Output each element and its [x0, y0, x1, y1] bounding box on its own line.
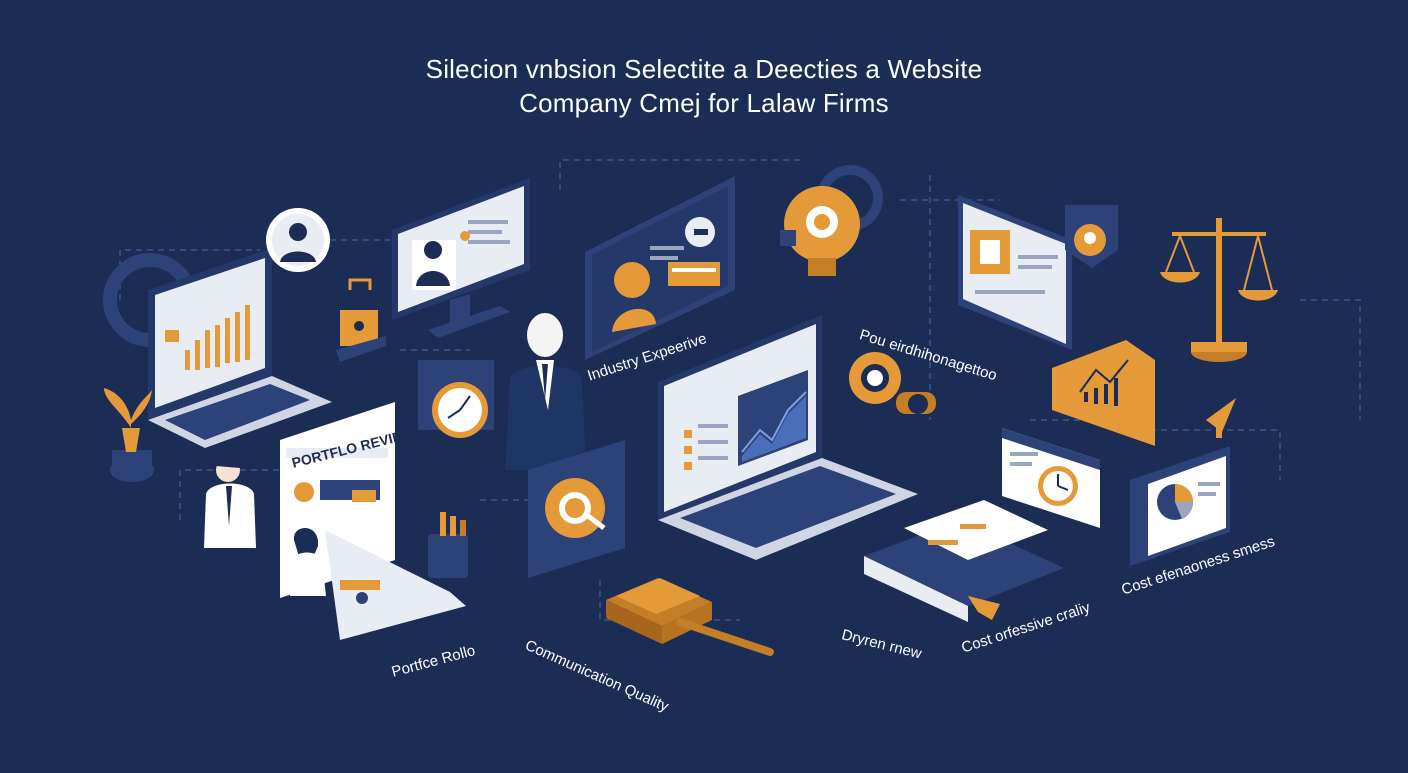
- browser-clock-icon: [1002, 428, 1100, 528]
- gavel-icon: [606, 578, 774, 656]
- pencil-cup-icon: [428, 512, 468, 578]
- monitor-documents-icon: [958, 195, 1118, 350]
- plant-icon: [104, 388, 154, 482]
- title-line-2: Company Cmej for Lalaw Firms: [519, 88, 889, 118]
- person-avatar-icon: [266, 208, 330, 272]
- magnifier-icon: [528, 440, 625, 578]
- laptop-analytics-icon: [103, 248, 332, 448]
- woman-figure: [290, 527, 326, 660]
- camera-lens-icon: [849, 352, 936, 414]
- lock-icon: [336, 278, 386, 362]
- arrow-cursor-icon: [1206, 398, 1236, 438]
- laptop-center-icon: [658, 315, 918, 560]
- industry-expertise-panel: [585, 176, 735, 360]
- scales-of-justice-icon: [1160, 218, 1278, 362]
- title-line-1: Silecion vnbsion Selectite a Deecties a …: [425, 54, 983, 84]
- connector-lines: [119, 159, 1361, 621]
- clock-icon: [418, 360, 494, 438]
- businessman-figure: [505, 303, 586, 470]
- folder-chart-icon: [1052, 340, 1155, 446]
- document-book-icon: [864, 500, 1064, 622]
- man-figure: [204, 455, 256, 634]
- monitor-profile-icon: [392, 178, 530, 338]
- portfolio-review-board: [280, 402, 466, 640]
- pie-chart-icon: [1130, 446, 1230, 566]
- lightbulb-icon: [780, 165, 883, 276]
